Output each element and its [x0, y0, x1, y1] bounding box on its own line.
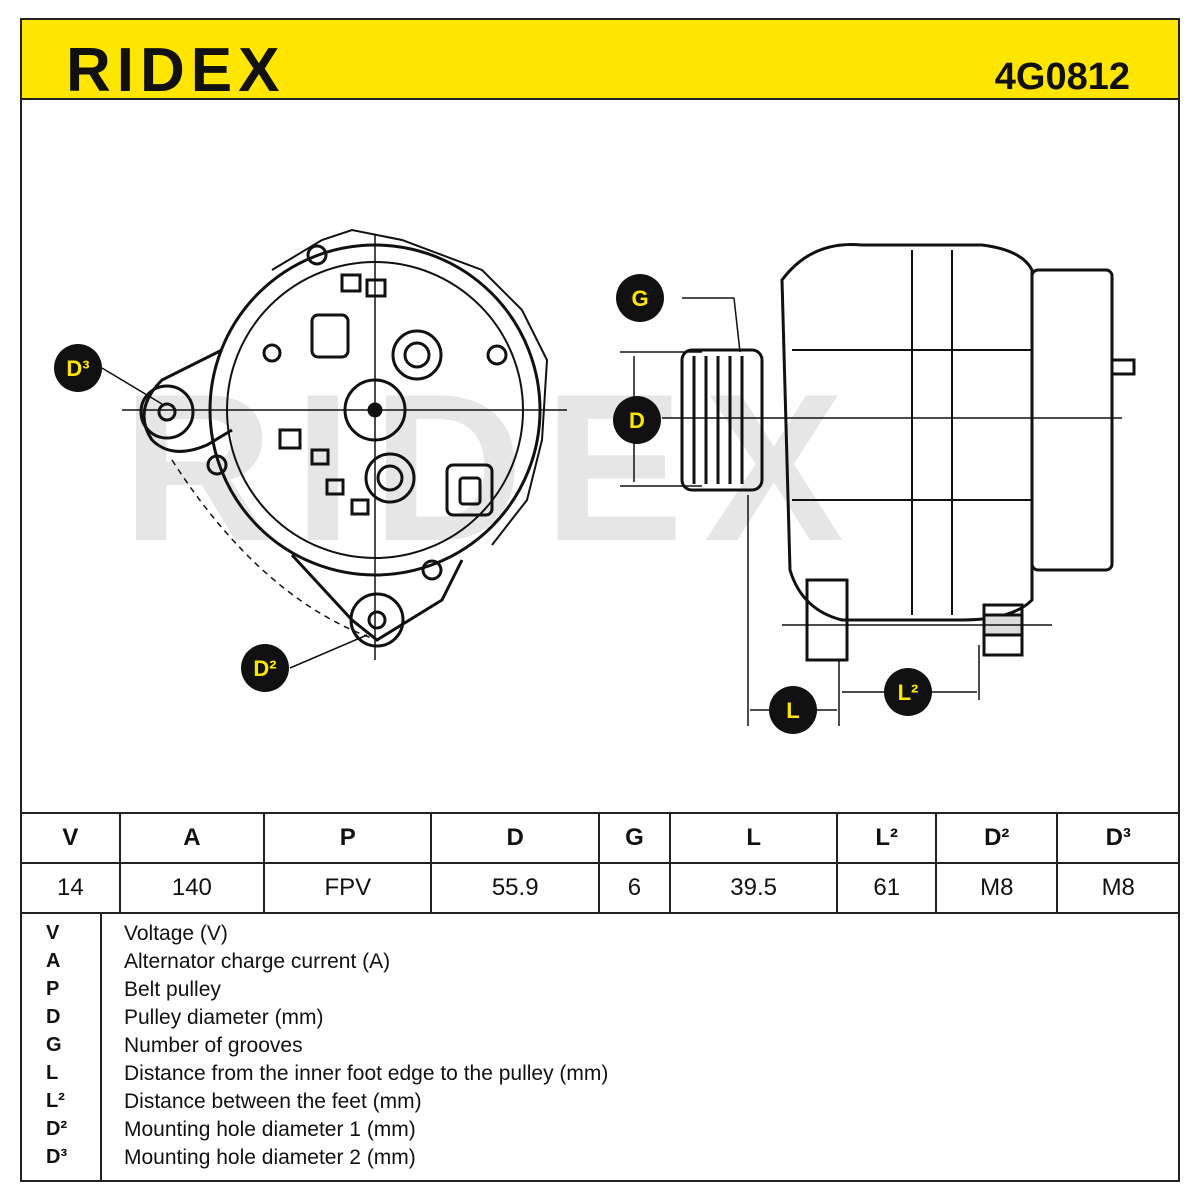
- legend-text: Distance from the inner foot edge to the…: [124, 1062, 609, 1085]
- svg-text:L²: L²: [898, 680, 919, 705]
- svg-text:D³: D³: [66, 356, 89, 381]
- pulley: [680, 348, 764, 492]
- spec-value-cell: M8: [1056, 862, 1180, 914]
- spec-value-cell: 6: [597, 862, 671, 914]
- legend-key: L: [46, 1062, 59, 1084]
- alternator-side-view: [680, 242, 1136, 662]
- spec-header-row: V A P D G L L² D² D³: [20, 812, 1180, 864]
- legend-text: Number of grooves: [124, 1034, 303, 1057]
- legend-key: G: [46, 1034, 62, 1056]
- spec-value-cell: M8: [935, 862, 1059, 914]
- legend-item: P Belt pulley: [20, 978, 1180, 1006]
- spec-header-cell: D³: [1056, 812, 1180, 864]
- spec-table: V A P D G L L² D² D³ 14 140 FPV 55.9 6 3…: [20, 812, 1180, 914]
- callout-l: L: [769, 686, 817, 734]
- svg-text:D: D: [629, 408, 645, 433]
- legend-item: L Distance from the inner foot edge to t…: [20, 1062, 1180, 1090]
- legend-key: D³: [46, 1146, 68, 1168]
- spec-header-cell: L²: [836, 812, 938, 864]
- legend-item: A Alternator charge current (A): [20, 950, 1180, 978]
- legend-text: Distance between the feet (mm): [124, 1090, 422, 1113]
- legend-text: Voltage (V): [124, 922, 228, 945]
- legend-text: Pulley diameter (mm): [124, 1006, 324, 1029]
- spec-header-cell: G: [597, 812, 671, 864]
- legend-divider: [100, 912, 102, 1180]
- legend-key: V: [46, 922, 60, 944]
- legend-item: D Pulley diameter (mm): [20, 1006, 1180, 1034]
- watermark-text: RIDEX: [122, 350, 864, 585]
- legend-text: Mounting hole diameter 2 (mm): [124, 1146, 416, 1169]
- header-bar: RIDEX 4G0812: [20, 18, 1180, 105]
- legend-key: D²: [46, 1118, 68, 1140]
- spec-value-cell: FPV: [263, 862, 433, 914]
- callout-d2: D²: [241, 644, 289, 692]
- spec-value-cell: 14: [20, 862, 121, 914]
- legend-item: D³ Mounting hole diameter 2 (mm): [20, 1146, 1180, 1174]
- spec-header-cell: D²: [935, 812, 1059, 864]
- legend-key: L²: [46, 1090, 65, 1112]
- legend-text: Mounting hole diameter 1 (mm): [124, 1118, 416, 1141]
- callout-l2: L²: [884, 668, 932, 716]
- spec-header-cell: L: [668, 812, 839, 864]
- legend-item: V Voltage (V): [20, 922, 1180, 950]
- legend-key: A: [46, 950, 61, 972]
- spec-value-cell: 140: [118, 862, 266, 914]
- rear-cover: [1030, 268, 1114, 572]
- legend-key: D: [46, 1006, 61, 1028]
- svg-text:L: L: [786, 698, 799, 723]
- spec-value-cell: 39.5: [668, 862, 839, 914]
- spec-header-cell: V: [20, 812, 121, 864]
- mount-ear-d2: [349, 592, 405, 648]
- spec-header-cell: A: [118, 812, 266, 864]
- callout-d3: D³: [54, 344, 102, 392]
- legend-item: D² Mounting hole diameter 1 (mm): [20, 1118, 1180, 1146]
- spec-header-cell: P: [263, 812, 433, 864]
- brand-logo: RIDEX: [66, 36, 286, 105]
- legend-text: Alternator charge current (A): [124, 950, 391, 973]
- svg-text:D²: D²: [253, 656, 276, 681]
- spec-value-cell: 55.9: [430, 862, 600, 914]
- alternator-drawing: RIDEX: [54, 228, 1136, 734]
- body-outline: [780, 242, 1034, 622]
- legend-text: Belt pulley: [124, 978, 221, 1001]
- front-foot: [805, 578, 849, 662]
- spec-value-cell: 61: [836, 862, 938, 914]
- callout-g: G: [616, 274, 664, 322]
- legend-key: P: [46, 978, 60, 1000]
- mount-ear-d3: [139, 384, 195, 440]
- centerlines-left: [122, 235, 567, 660]
- legend-item: L² Distance between the feet (mm): [20, 1090, 1180, 1118]
- part-number: 4G0812: [994, 56, 1130, 98]
- callout-d: D: [613, 396, 661, 444]
- spec-header-cell: D: [430, 812, 600, 864]
- legend: V Voltage (V) A Alternator charge curren…: [20, 912, 1180, 1182]
- spec-value-row: 14 140 FPV 55.9 6 39.5 61 M8 M8: [20, 862, 1180, 914]
- legend-item: G Number of grooves: [20, 1034, 1180, 1062]
- svg-text:G: G: [631, 286, 648, 311]
